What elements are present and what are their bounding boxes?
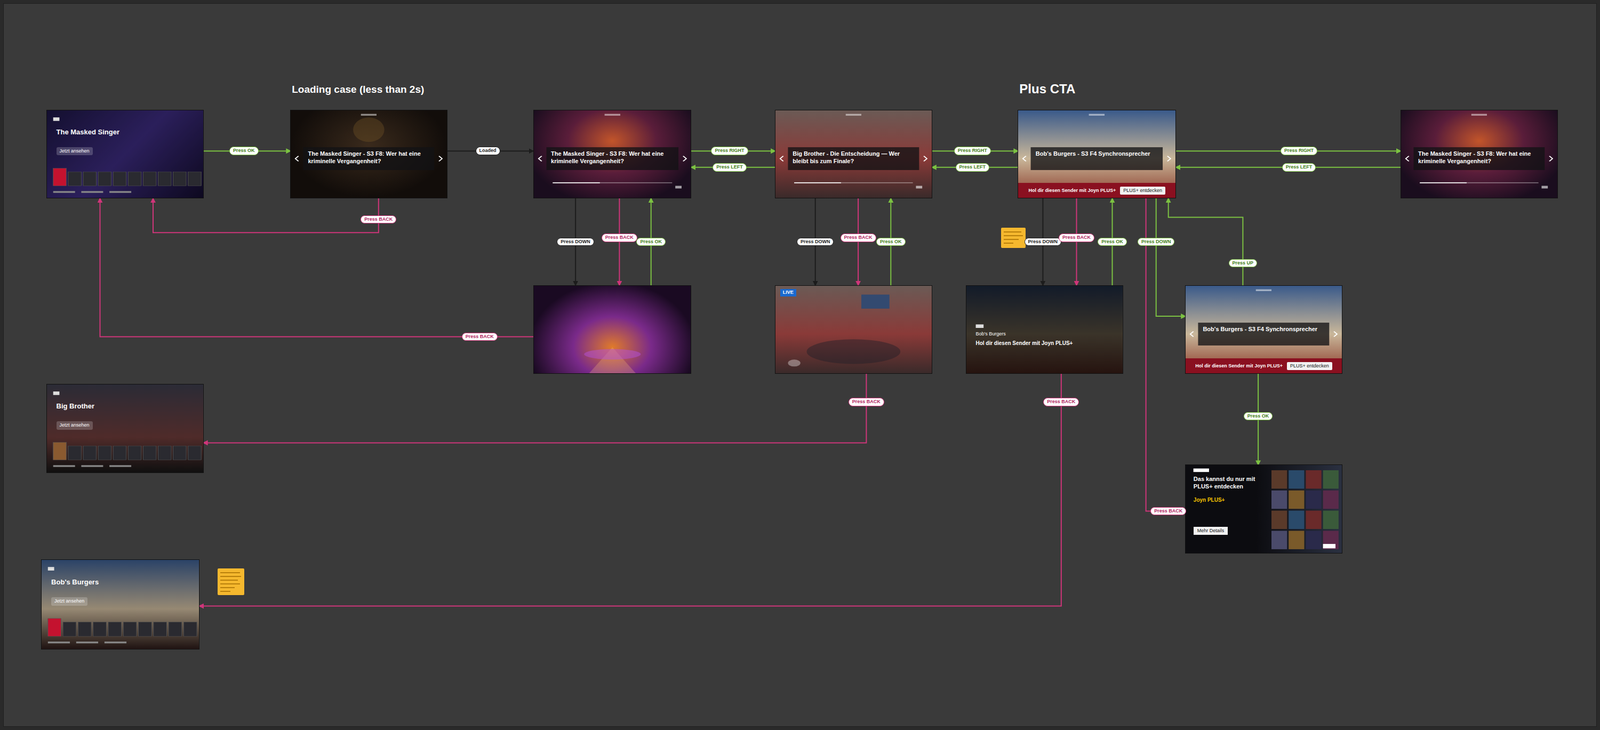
cta-button: PLUS+ entdecken bbox=[1286, 362, 1333, 371]
screen-node: Hol dir diesen Sender mit Joyn PLUS+PLUS… bbox=[1185, 285, 1342, 374]
flow-connector bbox=[153, 197, 379, 233]
screen-text: Mehr Details bbox=[1193, 526, 1229, 535]
edge-label: Press BACK bbox=[1058, 233, 1095, 243]
screen-node: LIVE bbox=[775, 285, 932, 374]
screen-node bbox=[533, 285, 692, 374]
screen-illustration bbox=[775, 285, 932, 374]
edge-label: Press OK bbox=[1097, 237, 1127, 247]
edge-label: Press BACK bbox=[360, 215, 397, 224]
screen-text: Bob's Burgers bbox=[975, 331, 1006, 338]
edge-label: Press UP bbox=[1228, 259, 1258, 268]
screen-node: Big Brother - Die Entscheidung — Wer ble… bbox=[775, 110, 932, 199]
flow-connector bbox=[1168, 197, 1244, 286]
edge-label: Press LEFT bbox=[1282, 163, 1317, 172]
edge-label: Press RIGHT bbox=[710, 146, 748, 156]
flow-connector bbox=[203, 373, 867, 443]
screen-node: The Masked Singer - S3 F8: Wer hat eine … bbox=[1401, 110, 1558, 199]
screen-illustration bbox=[533, 285, 692, 374]
screen-text: Jetzt ansehen bbox=[56, 147, 93, 156]
screen-text: Big Brother bbox=[56, 402, 151, 411]
screen-node: The Masked SingerJetzt ansehen bbox=[46, 110, 204, 199]
screen-node: Bob's BurgersJetzt ansehen bbox=[41, 560, 199, 649]
screen-text: Hol dir diesen Sender mit Joyn PLUS+ bbox=[975, 340, 1114, 348]
screen-node: Hol dir diesen Sender mit Joyn PLUS+ PLUS… bbox=[1018, 110, 1176, 199]
edge-label: Press LEFT bbox=[712, 163, 747, 172]
cta-button: PLUS+ entdecken bbox=[1120, 186, 1166, 195]
edge-label: Press LEFT bbox=[955, 163, 990, 172]
edge-label: Press RIGHT bbox=[954, 146, 991, 156]
cta-text: Hol dir diesen Sender mit Joyn PLUS+ bbox=[1028, 187, 1116, 194]
screen-text: The Masked Singer - S3 F8: Wer hat eine … bbox=[307, 150, 430, 166]
screen-text: Joyn PLUS+ bbox=[1193, 497, 1226, 504]
flow-connector bbox=[100, 197, 534, 337]
screen-text: Bob's Burgers - S3 F4 Synchronsprecher bbox=[1202, 325, 1325, 334]
flow-connector bbox=[198, 373, 1062, 606]
screen-text: The Masked Singer bbox=[56, 128, 151, 137]
cta-band: Hol dir diesen Sender mit Joyn PLUS+ PLUS… bbox=[1018, 182, 1176, 198]
edge-label: Press OK bbox=[636, 237, 666, 247]
screen-text: LIVE bbox=[780, 289, 797, 296]
screen-node: Big BrotherJetzt ansehen bbox=[46, 384, 204, 473]
screen-illustration bbox=[966, 285, 1123, 374]
edge-label: Press BACK bbox=[1150, 507, 1187, 516]
section-heading: Plus CTA bbox=[1019, 81, 1076, 97]
screen-text: Jetzt ansehen bbox=[56, 421, 93, 430]
screen-node: Das kannst du nur mit PLUS+ entdeckenJoy… bbox=[1185, 465, 1342, 554]
edge-label: Press BACK bbox=[840, 233, 877, 243]
screen-node: The Masked Singer - S3 F8: Wer hat eine … bbox=[290, 110, 447, 199]
edge-label: Press OK bbox=[1243, 412, 1274, 421]
flow-connector bbox=[1156, 197, 1187, 317]
edge-label: Press DOWN bbox=[1024, 237, 1062, 247]
edge-label: Press OK bbox=[229, 146, 259, 156]
edge-label: Press DOWN bbox=[796, 237, 835, 247]
screen-node: Bob's BurgersHol dir diesen Sender mit J… bbox=[966, 285, 1123, 374]
edge-label: Press DOWN bbox=[1137, 237, 1175, 247]
screen-text: Jetzt ansehen bbox=[51, 597, 88, 606]
screen-text: The Masked Singer - S3 F8: Wer hat eine … bbox=[1418, 150, 1540, 166]
edge-label: Press DOWN bbox=[556, 237, 595, 247]
edge-label: Press OK bbox=[876, 237, 906, 247]
screen-text: Bob's Burgers - S3 F4 Synchronsprecher bbox=[1035, 150, 1159, 158]
screen-text: Big Brother - Die Entscheidung — Wer ble… bbox=[792, 150, 915, 166]
screen-node: The Masked Singer - S3 F8: Wer hat eine … bbox=[533, 110, 692, 199]
screen-text: The Masked Singer - S3 F8: Wer hat eine … bbox=[550, 150, 674, 166]
edge-label: Press BACK bbox=[461, 332, 498, 342]
screen-text: Das kannst du nur mit PLUS+ entdecken bbox=[1193, 475, 1264, 491]
cta-band: Hol dir diesen Sender mit Joyn PLUS+PLUS… bbox=[1185, 358, 1342, 374]
edge-label: Press RIGHT bbox=[1280, 146, 1318, 156]
section-heading: Loading case (less than 2s) bbox=[291, 83, 424, 96]
screen-text: Bob's Burgers bbox=[51, 578, 146, 587]
edge-label: Loaded bbox=[475, 146, 501, 156]
edge-label: Press BACK bbox=[1043, 397, 1079, 407]
cta-text: Hol dir diesen Sender mit Joyn PLUS+ bbox=[1195, 363, 1283, 370]
edge-label: Press BACK bbox=[601, 233, 638, 243]
edge-label: Press BACK bbox=[848, 397, 885, 407]
